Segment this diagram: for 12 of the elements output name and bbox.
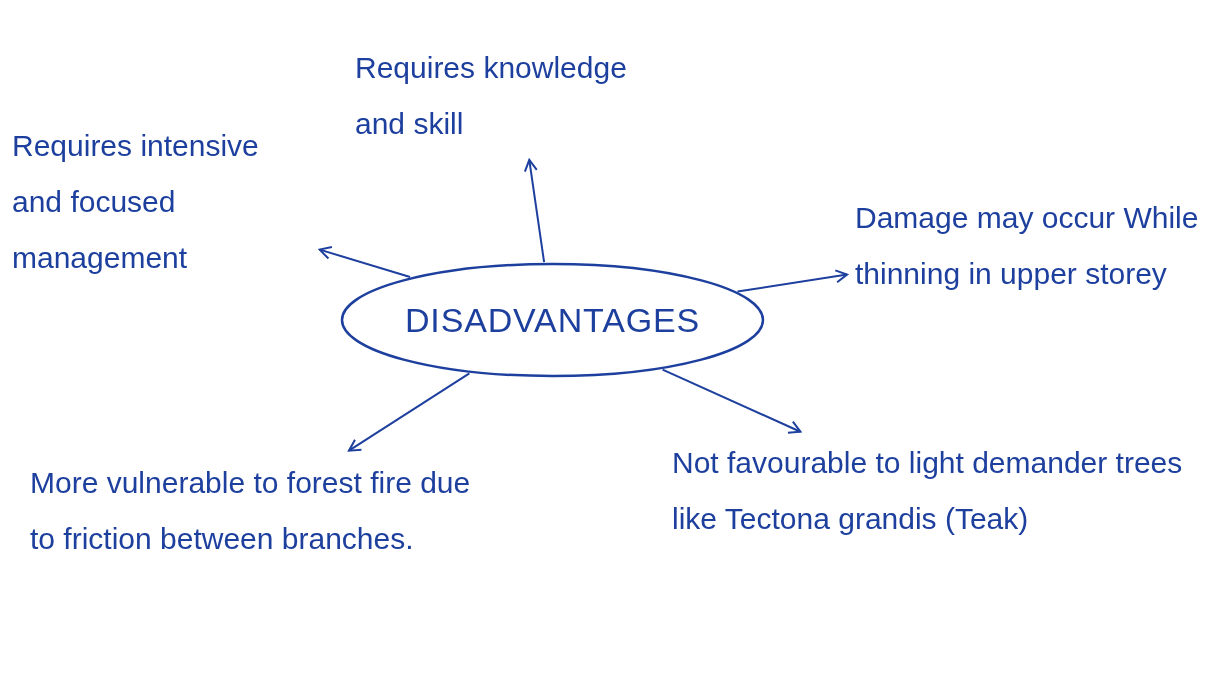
ellipse-node [340,262,765,378]
arrow [523,158,546,264]
note-text: Damage may occur While thinning in upper storey [855,190,1210,302]
note-text: Requires knowledge and skill [355,40,685,152]
note-text: More vulnerable to forest fire due to friction between branches. [30,455,480,567]
arrow [347,372,471,452]
node-text: DISADVANTAGES [404,299,701,341]
note-text: Requires intensive and focused management [12,118,312,286]
arrow [318,246,412,278]
note-text: Not favourable to light demander trees like Tectona grandis (Teak) [672,435,1192,547]
arrow [736,269,849,293]
arrow [661,368,802,434]
